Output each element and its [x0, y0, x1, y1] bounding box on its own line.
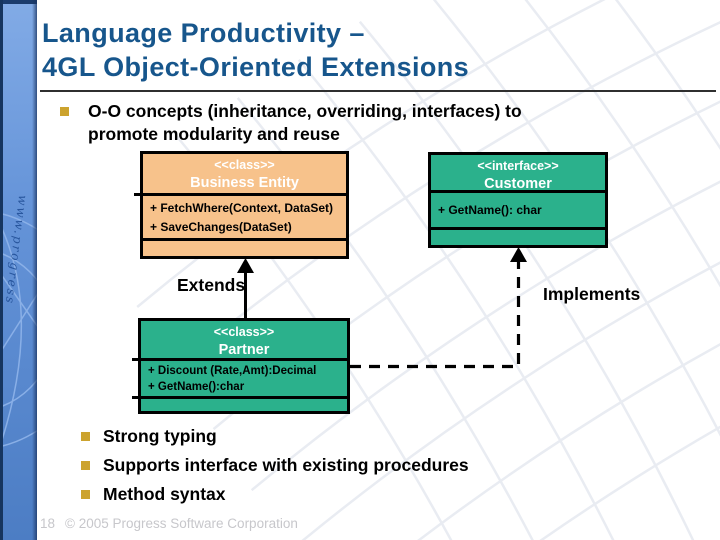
- bullet-square-icon: [60, 107, 69, 116]
- list-item: Method syntax: [81, 485, 469, 504]
- list-item: Strong typing: [81, 427, 469, 446]
- divider: [134, 193, 346, 196]
- title-underline: [40, 90, 716, 92]
- copyright-text: © 2005 Progress Software Corporation: [65, 516, 298, 531]
- implements-dashed-line: [350, 257, 521, 369]
- uml-class-business-entity: <<class>> Business Entity + FetchWhere(C…: [134, 151, 349, 259]
- implements-arrowhead-icon: [510, 247, 527, 262]
- partner-members: + Discount (Rate,Amt):Decimal + GetName(…: [141, 361, 347, 396]
- divider: [143, 238, 346, 241]
- business-entity-header: <<class>> Business Entity: [143, 154, 346, 193]
- extends-label: Extends: [177, 275, 246, 295]
- bullet-text: Strong typing: [103, 426, 217, 446]
- sidebar-shadow: [32, 0, 37, 540]
- list-item: Supports interface with existing procedu…: [81, 456, 469, 475]
- uml-interface-customer: <<interface>> Customer + GetName(): char: [428, 152, 608, 248]
- uml-class-partner: <<class>> Partner + Discount (Rate,Amt):…: [132, 318, 350, 414]
- bottom-bullet-list: Strong typing Supports interface with ex…: [81, 427, 469, 514]
- sidebar-left-edge: [0, 0, 3, 540]
- business-entity-stereotype: <<class>>: [214, 158, 275, 172]
- divider: [431, 190, 605, 193]
- member-line: + Discount (Rate,Amt):Decimal: [148, 365, 317, 377]
- partner-name: Partner: [218, 342, 270, 358]
- top-bullet-text: O-O concepts (inheritance, overriding, i…: [88, 100, 522, 146]
- customer-header: <<interface>> Customer: [431, 155, 605, 192]
- customer-name: Customer: [484, 176, 552, 192]
- member-line: + GetName(): char: [438, 203, 542, 217]
- member-line: + GetName():char: [148, 381, 245, 393]
- business-entity-name: Business Entity: [190, 175, 299, 191]
- sidebar-top-bar: [0, 0, 37, 4]
- bullet-square-icon: [81, 461, 90, 470]
- customer-stereotype: <<interface>>: [477, 159, 559, 173]
- partner-header: <<class>> Partner: [141, 321, 347, 358]
- title-line-1: Language Productivity –: [42, 18, 365, 48]
- empty-compartment: [141, 399, 347, 411]
- slide-footer: 18 © 2005 Progress Software Corporation: [40, 516, 298, 531]
- business-entity-members: + FetchWhere(Context, DataSet) + SaveCha…: [143, 196, 346, 238]
- divider: [132, 396, 347, 399]
- top-bullet-line-2: promote modularity and reuse: [88, 124, 340, 144]
- bullet-text: Supports interface with existing procedu…: [103, 455, 469, 475]
- extends-arrowhead-icon: [237, 258, 254, 273]
- divider: [132, 358, 347, 361]
- bullet-square-icon: [81, 432, 90, 441]
- customer-members: + GetName(): char: [431, 193, 605, 227]
- bullet-square-icon: [81, 490, 90, 499]
- top-bullet-item: O-O concepts (inheritance, overriding, i…: [60, 100, 522, 146]
- title-line-2: 4GL Object-Oriented Extensions: [42, 52, 470, 82]
- divider: [431, 227, 605, 230]
- member-line: + FetchWhere(Context, DataSet): [150, 201, 334, 215]
- page-title: Language Productivity – 4GL Object-Orien…: [42, 16, 469, 84]
- partner-stereotype: <<class>>: [213, 325, 275, 339]
- member-line: + SaveChanges(DataSet): [150, 220, 292, 234]
- top-bullet-line-1: O-O concepts (inheritance, overriding, i…: [88, 101, 522, 121]
- bullet-text: Method syntax: [103, 484, 226, 504]
- implements-label: Implements: [543, 284, 641, 304]
- empty-compartment: [431, 230, 605, 245]
- empty-compartment: [143, 241, 346, 256]
- page-number: 18: [40, 516, 56, 531]
- sidebar-decoration: www.progress: [0, 0, 37, 540]
